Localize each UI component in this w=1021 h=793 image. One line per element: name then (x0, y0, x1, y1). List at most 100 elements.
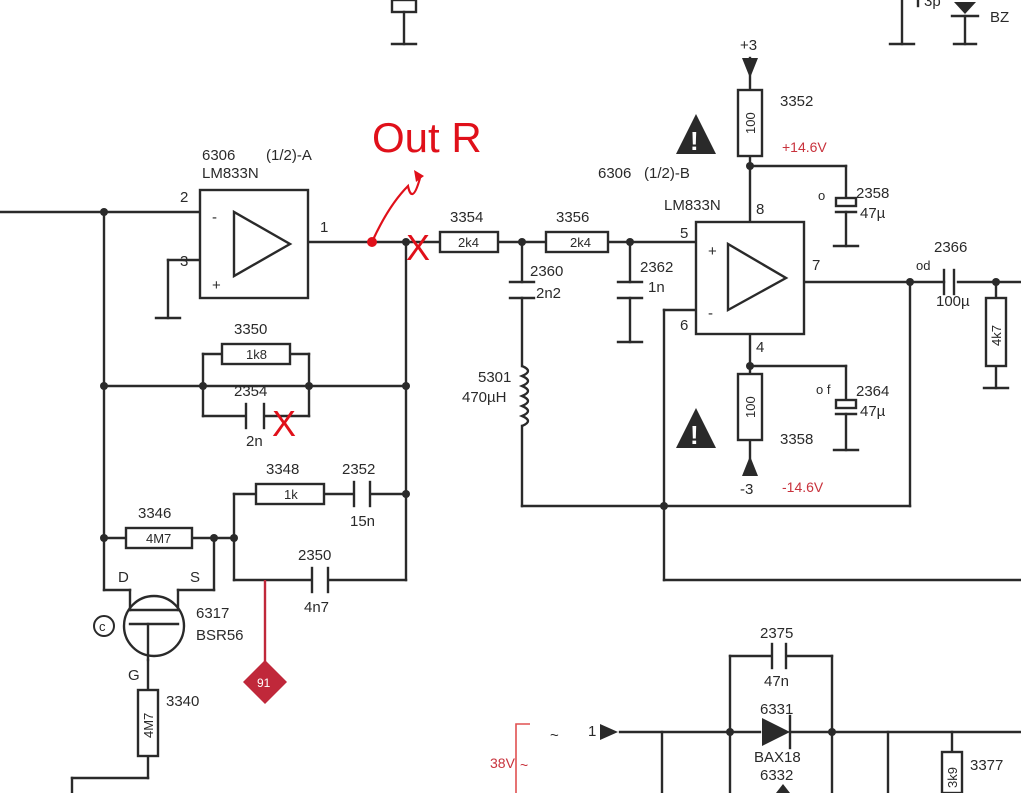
terminal-label: D (118, 569, 129, 586)
component-value: 470µH (462, 389, 507, 406)
supply-voltage: +14.6V (782, 139, 827, 155)
capacitor-2362: 2362 1n (640, 259, 673, 296)
pin-label: 7 (812, 257, 820, 274)
cut-mark: X (406, 227, 430, 268)
component-value: 1k (284, 487, 298, 502)
polarity-mark: o (818, 188, 825, 203)
supply-positive: +3 +14.6V ! (676, 37, 827, 156)
component-value: 100 (743, 396, 758, 418)
ac-symbol: ~ (520, 757, 528, 773)
resistor-3350: 3350 1k8 (220, 321, 292, 366)
component-value: 4M7 (146, 531, 171, 546)
component-type: BAX18 (754, 749, 801, 766)
resistor-3352: 3352 100 (736, 88, 813, 158)
component-value: 47µ (860, 205, 886, 222)
out-r-label: Out R (372, 114, 482, 161)
component-ref: 5301 (478, 369, 511, 386)
component-ref: 3340 (166, 693, 199, 710)
opamp-ref: 6306 (598, 165, 631, 182)
component-ref: 3350 (234, 321, 267, 338)
opamp-6306-a: - + 6306 (1/2)-A LM833N 2 3 1 (180, 147, 328, 300)
component-ref: 2362 (640, 259, 673, 276)
warning-icon: ! (690, 420, 699, 450)
component-value: 15n (350, 513, 375, 530)
pin-label: 5 (680, 225, 688, 242)
component-value: 3k9 (945, 767, 960, 788)
pin-label: 2 (180, 189, 188, 206)
component-ref: 6332 (760, 767, 793, 784)
capacitor-2352: 2352 15n (342, 461, 375, 530)
cut-mark: X (272, 403, 296, 444)
pin-label: 8 (756, 201, 764, 218)
capacitor-2366: od 2366 100µ (916, 239, 970, 310)
component-ref: 2364 (856, 383, 889, 400)
resistor-3346: 3346 4M7 (124, 505, 194, 550)
component-ref: 3346 (138, 505, 171, 522)
fragment-label: BZ (990, 9, 1009, 26)
resistor-3377: 3377 3k9 (940, 750, 1003, 793)
component-ref: 6317 (196, 605, 229, 622)
resistor-3358: 3358 100 (736, 372, 813, 448)
component-value: 4n7 (304, 599, 329, 616)
opamp-plus-sign: + (708, 243, 717, 260)
component-ref: 2360 (530, 263, 563, 280)
resistor-3348: 3348 1k (254, 461, 326, 506)
component-value: 2n (246, 433, 263, 450)
diode-6332: 6332 (760, 767, 793, 793)
component-value: 1k8 (246, 347, 267, 362)
out-r-annotation: Out R (367, 114, 482, 247)
component-ref: 3348 (266, 461, 299, 478)
component-value: 47n (764, 673, 789, 690)
component-value: 100 (743, 112, 758, 134)
component-value: 4k7 (989, 325, 1004, 346)
opamp-part: (1/2)-B (644, 165, 690, 182)
component-ref: 3377 (970, 757, 1003, 774)
ac-input: ~ 1 38V ~ (490, 723, 618, 793)
component-value: 2n2 (536, 285, 561, 302)
supply-voltage: -14.6V (782, 479, 824, 495)
capacitor-2364: o f 2364 47µ (816, 382, 889, 420)
opamp-6306-b: + - 6306 (1/2)-B LM833N 5 6 7 8 4 (598, 165, 820, 356)
junction-dots (100, 162, 1000, 736)
opamp-minus-sign: - (212, 209, 217, 226)
testpoint-label: 91 (257, 676, 271, 690)
ac-voltage: 38V (490, 755, 516, 771)
opamp-part: (1/2)-A (266, 147, 312, 164)
copyright-mark: c (99, 619, 106, 634)
component-value: 100µ (936, 293, 970, 310)
capacitor-2354: 2354 2n (234, 383, 267, 450)
fragment-label: 3p (924, 0, 941, 10)
component-ref: 2350 (298, 547, 331, 564)
polarity-mark: od (916, 258, 930, 273)
component-type: BSR56 (196, 627, 244, 644)
component-value: 47µ (860, 403, 886, 420)
component-value: 2k4 (570, 235, 591, 250)
opamp-plus-sign: + (212, 277, 221, 294)
resistor-3356: 3356 2k4 (544, 209, 610, 254)
fet-6317: D S G 6317 BSR56 c (93, 569, 244, 684)
component-ref: 3352 (780, 93, 813, 110)
component-value: 2k4 (458, 235, 479, 250)
supply-node: -3 (740, 481, 753, 498)
top-fragment: 3p BZ (390, 0, 1009, 46)
opamp-ref: 6306 (202, 147, 235, 164)
component-ref: 2375 (760, 625, 793, 642)
pin-label: 1 (320, 219, 328, 236)
capacitor-2350: 2350 4n7 (298, 547, 331, 616)
polarity-mark: o f (816, 382, 831, 397)
supply-negative: -3 -14.6V ! (676, 408, 824, 498)
component-ref: 2354 (234, 383, 267, 400)
component-ref: 2366 (934, 239, 967, 256)
component-value: 4M7 (141, 713, 156, 738)
component-ref: 6331 (760, 701, 793, 718)
capacitor-2375: 2375 47n (760, 625, 793, 690)
supply-node: +3 (740, 37, 757, 54)
opamp-type: LM833N (202, 165, 259, 182)
resistor-4k7: 4k7 (984, 296, 1008, 368)
pin-label: 1 (588, 723, 596, 740)
ac-symbol: ~ (550, 727, 559, 744)
component-ref: 3358 (780, 431, 813, 448)
warning-icon: ! (690, 126, 699, 156)
inductor-5301: 5301 470µH (462, 364, 530, 428)
